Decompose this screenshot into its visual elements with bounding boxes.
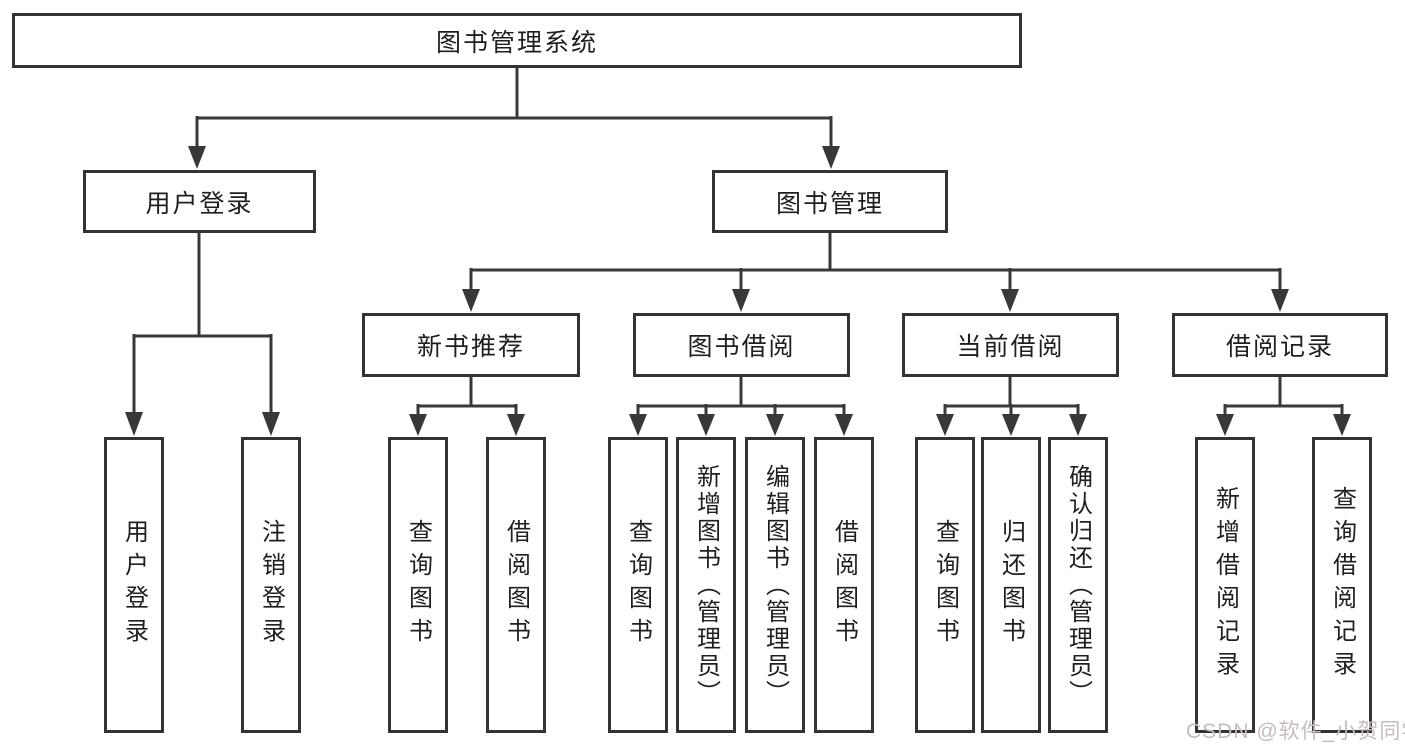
node-library-management-system: 图书管理系统 [12,13,1022,68]
leaf-label: 注销登录 [257,519,285,651]
arrow-down-icon [1002,414,1020,436]
leaf-label: 借阅图书 [830,519,858,651]
arrow-down-icon [936,414,954,436]
node-label: 借阅记录 [1225,333,1334,361]
arrow-down-icon [822,146,840,169]
leaf-add-books-admin: 新增图书（管理员） [676,437,736,733]
node-book-borrowing: 图书借阅 [633,313,850,377]
leaf-label: 查询图书 [624,519,652,651]
leaf-query-books-recommend: 查询图书 [388,437,448,733]
arrow-down-icon [732,289,750,312]
arrow-down-icon [629,414,647,436]
node-label: 图书借阅 [687,333,796,361]
leaf-edit-books-admin: 编辑图书（管理员） [745,437,805,733]
connector-book-borrow-to-children [629,376,853,436]
leaf-label: 新增图书（管理员） [692,463,720,707]
leaf-label: 借阅图书 [502,519,530,651]
leaf-user-login: 用户登录 [104,437,164,733]
arrow-down-icon [125,412,143,436]
node-label: 图书管理系统 [435,28,598,57]
arrow-down-icon [462,289,480,312]
leaf-add-borrow-record: 新增借阅记录 [1195,437,1255,733]
leaf-label: 查询借阅记录 [1328,486,1356,684]
leaf-borrow-books: 借阅图书 [814,437,874,733]
leaf-confirm-return-admin: 确认归还（管理员） [1048,437,1108,733]
arrow-down-icon [262,412,280,436]
node-label: 图书管理 [775,189,884,218]
leaf-label: 查询图书 [931,519,959,651]
connector-new-book-to-children [409,376,525,436]
arrow-down-icon [766,414,784,436]
node-new-book-recommendation: 新书推荐 [362,313,580,377]
connector-user-login-to-children [125,232,280,436]
arrow-down-icon [409,414,427,436]
arrow-down-icon [1271,289,1289,312]
arrow-down-icon [697,414,715,436]
leaf-query-borrow-record: 查询借阅记录 [1312,437,1372,733]
connector-current-borrow-to-children [936,376,1087,436]
node-borrowing-records: 借阅记录 [1172,313,1388,377]
node-current-borrowing: 当前借阅 [902,313,1119,377]
arrow-down-icon [507,414,525,436]
connector-book-management-to-level3 [462,232,1289,312]
csdn-watermark: CSDN @软件_小贺同学 [1186,720,1405,743]
leaf-label: 编辑图书（管理员） [761,463,789,707]
node-book-management: 图书管理 [712,170,948,233]
node-user-login: 用户登录 [83,170,316,233]
arrow-down-icon [1001,289,1019,312]
arrow-down-icon [835,414,853,436]
leaf-query-books-current: 查询图书 [915,437,975,733]
leaf-logout: 注销登录 [241,437,301,733]
leaf-label: 查询图书 [404,519,432,651]
node-label: 新书推荐 [416,333,525,361]
leaf-borrow-books-recommend: 借阅图书 [486,437,546,733]
arrow-down-icon [1333,414,1351,436]
node-label: 当前借阅 [956,333,1065,361]
leaf-label: 确认归还（管理员） [1064,463,1092,707]
arrow-down-icon [1216,414,1234,436]
leaf-label: 用户登录 [120,519,148,651]
connector-borrow-records-to-children [1216,376,1351,436]
arrow-down-icon [1069,414,1087,436]
connector-root-to-level2 [188,68,840,169]
node-label: 用户登录 [145,189,254,218]
arrow-down-icon [188,146,206,169]
leaf-label: 归还图书 [997,519,1025,651]
leaf-label: 新增借阅记录 [1211,486,1239,684]
leaf-query-books-borrow: 查询图书 [608,437,668,733]
leaf-return-books: 归还图书 [981,437,1041,733]
